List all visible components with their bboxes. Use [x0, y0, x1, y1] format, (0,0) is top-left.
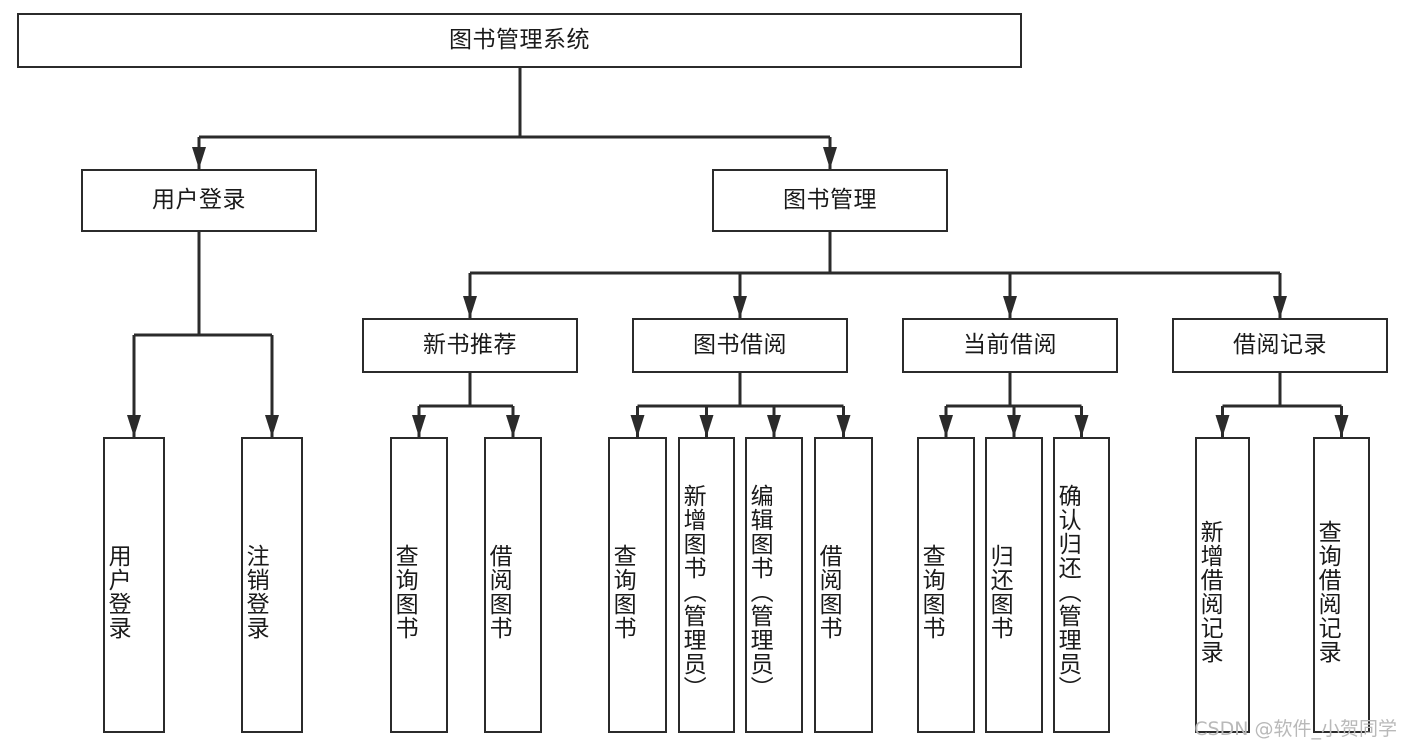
node-l3_3[interactable]: 借阅图书 [484, 437, 542, 733]
node-l2_0[interactable]: 新书推荐 [362, 318, 578, 373]
node-label: 图书管理系统 [449, 26, 590, 53]
node-l2_2[interactable]: 当前借阅 [902, 318, 1118, 373]
node-label: 归还图书 [986, 544, 1013, 640]
node-label: 新增借阅记录 [1196, 520, 1223, 664]
node-l3_12[interactable]: 查询借阅记录 [1313, 437, 1370, 733]
node-label: 借阅图书 [815, 544, 842, 640]
node-l1_1[interactable]: 图书管理 [712, 169, 948, 232]
node-label: 查询图书 [918, 544, 945, 640]
node-root[interactable]: 图书管理系统 [17, 13, 1022, 68]
node-label: 用户登录 [152, 186, 246, 213]
node-l3_4[interactable]: 查询图书 [608, 437, 667, 733]
node-label: 借阅记录 [1233, 331, 1327, 358]
node-l3_9[interactable]: 归还图书 [985, 437, 1043, 733]
node-l3_5[interactable]: 新增图书（管理员） [678, 437, 735, 733]
node-label: 新书推荐 [423, 331, 517, 358]
node-label: 图书借阅 [693, 331, 787, 358]
node-label: 用户登录 [104, 544, 131, 640]
node-label: 当前借阅 [963, 331, 1057, 358]
node-l3_2[interactable]: 查询图书 [390, 437, 448, 733]
node-label: 确认归还（管理员） [1054, 484, 1081, 700]
node-l2_3[interactable]: 借阅记录 [1172, 318, 1388, 373]
node-l3_10[interactable]: 确认归还（管理员） [1053, 437, 1110, 733]
node-label: 注销登录 [242, 544, 269, 640]
node-label: 新增图书（管理员） [679, 484, 706, 700]
node-l3_8[interactable]: 查询图书 [917, 437, 975, 733]
node-label: 借阅图书 [485, 544, 512, 640]
node-l1_0[interactable]: 用户登录 [81, 169, 317, 232]
node-l2_1[interactable]: 图书借阅 [632, 318, 848, 373]
node-label: 查询图书 [609, 544, 636, 640]
node-l3_7[interactable]: 借阅图书 [814, 437, 873, 733]
node-l3_1[interactable]: 注销登录 [241, 437, 303, 733]
node-l3_0[interactable]: 用户登录 [103, 437, 165, 733]
node-l3_11[interactable]: 新增借阅记录 [1195, 437, 1250, 733]
watermark-label: CSDN @软件_小贺同学 [1194, 718, 1397, 740]
node-l3_6[interactable]: 编辑图书（管理员） [745, 437, 803, 733]
node-label: 图书管理 [783, 186, 877, 213]
node-label: 查询图书 [391, 544, 418, 640]
node-label: 查询借阅记录 [1314, 520, 1341, 664]
node-label: 编辑图书（管理员） [746, 484, 773, 700]
